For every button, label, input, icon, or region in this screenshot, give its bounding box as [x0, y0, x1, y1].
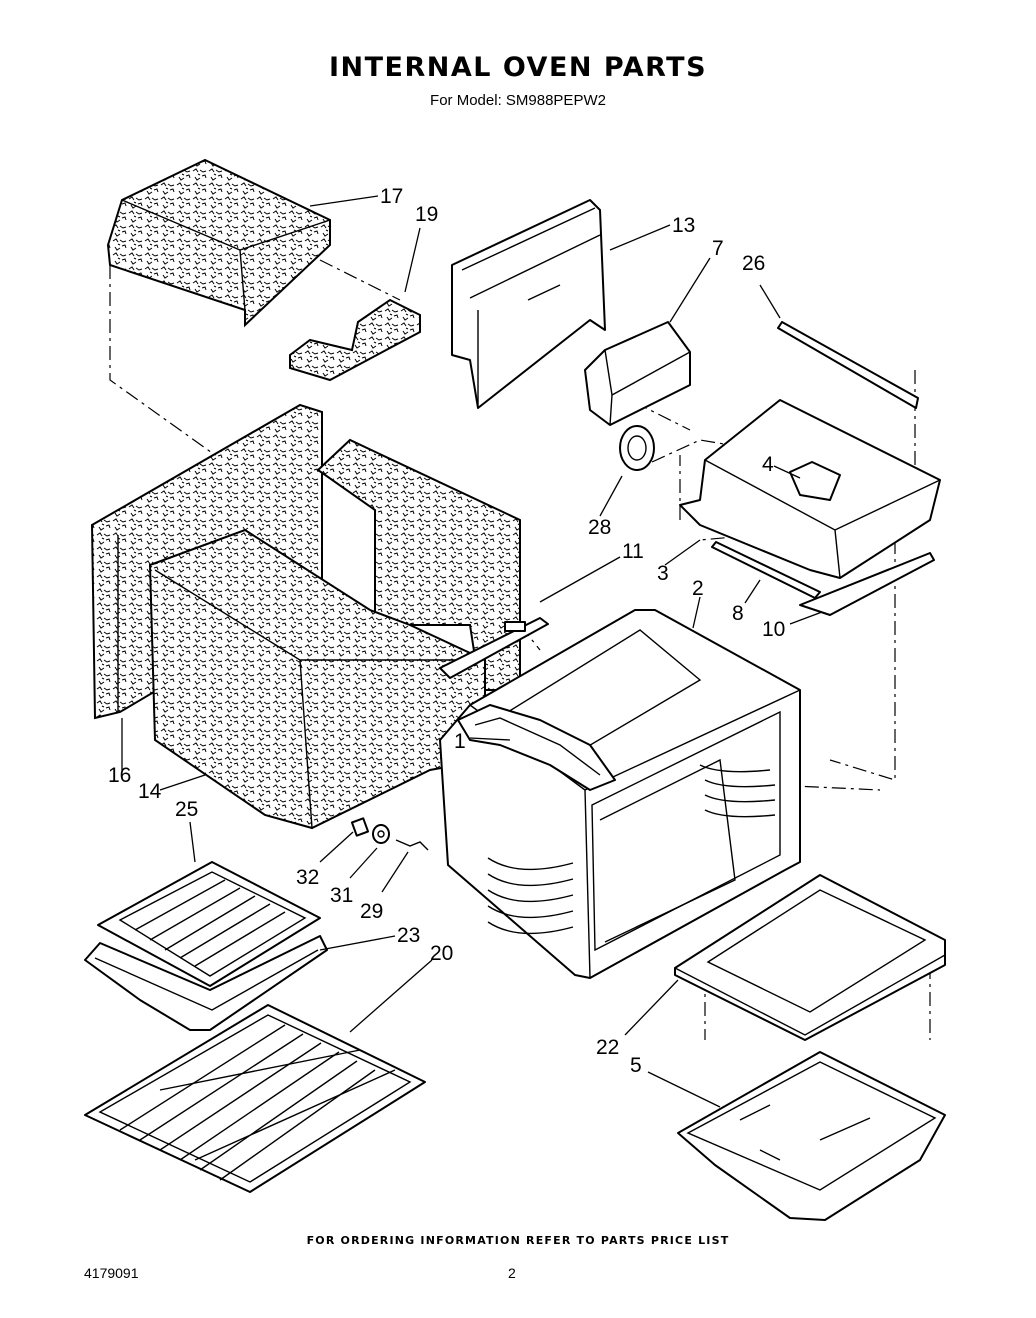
- callout-5: 5: [630, 1054, 642, 1077]
- callout-26: 26: [742, 252, 765, 275]
- rear-panel-part-13: [451, 199, 606, 409]
- callout-10: 10: [762, 618, 785, 641]
- broiler-pan-part-23: [84, 935, 328, 1031]
- callout-13: 13: [672, 214, 695, 237]
- callout-23: 23: [397, 924, 420, 947]
- document-number: 4179091: [84, 1265, 139, 1281]
- callout-7: 7: [712, 237, 724, 260]
- callout-31: 31: [330, 884, 353, 907]
- burner-box-part-3: [679, 399, 941, 579]
- callout-2: 2: [692, 577, 704, 600]
- grommet-part-28: [619, 425, 655, 471]
- callout-3: 3: [657, 562, 669, 585]
- insulation-pad-part-19: [289, 298, 421, 382]
- page-number: 2: [508, 1265, 516, 1281]
- oven-rack-part-20: [84, 1004, 426, 1193]
- callout-19: 19: [415, 203, 438, 226]
- callout-17: 17: [380, 185, 403, 208]
- callout-22: 22: [596, 1036, 619, 1059]
- leader-lines: [121, 195, 823, 1108]
- bake-element-part-1: [457, 704, 616, 791]
- ordering-note: FOR ORDERING INFORMATION REFER TO PARTS …: [306, 1234, 730, 1247]
- broiler-grid-part-25: [97, 861, 321, 987]
- callout-20: 20: [430, 942, 453, 965]
- wraparound-insulation-part-14: [148, 438, 521, 830]
- oven-liner-part-2: [439, 609, 801, 979]
- callout-25: 25: [175, 798, 198, 821]
- strips-part-8-10: [711, 541, 935, 616]
- frame-part-22: [674, 874, 946, 1041]
- vent-duct-part-7: [584, 321, 691, 426]
- callout-14: 14: [138, 780, 162, 803]
- callout-8: 8: [732, 602, 744, 625]
- callout-29: 29: [360, 900, 383, 923]
- callout-labels: 1 2 3 4 5 7 8 10 11 13 14 16 17 19 20 22…: [108, 185, 785, 1077]
- bracket-part-11: [439, 617, 549, 679]
- top-insulation-part-17: [106, 158, 331, 328]
- callout-11: 11: [622, 540, 644, 563]
- page-title: INTERNAL OVEN PARTS: [328, 52, 708, 83]
- callout-28: 28: [588, 516, 611, 539]
- fittings-part-29-31-32: [350, 817, 429, 851]
- callout-4: 4: [762, 453, 774, 476]
- model-subtitle: For Model: SM988PEPW2: [430, 92, 606, 109]
- bottom-pan-part-5: [677, 1051, 946, 1221]
- strip-part-26: [777, 321, 919, 409]
- callout-1: 1: [454, 730, 466, 753]
- callout-16: 16: [108, 764, 131, 787]
- callout-32: 32: [296, 866, 319, 889]
